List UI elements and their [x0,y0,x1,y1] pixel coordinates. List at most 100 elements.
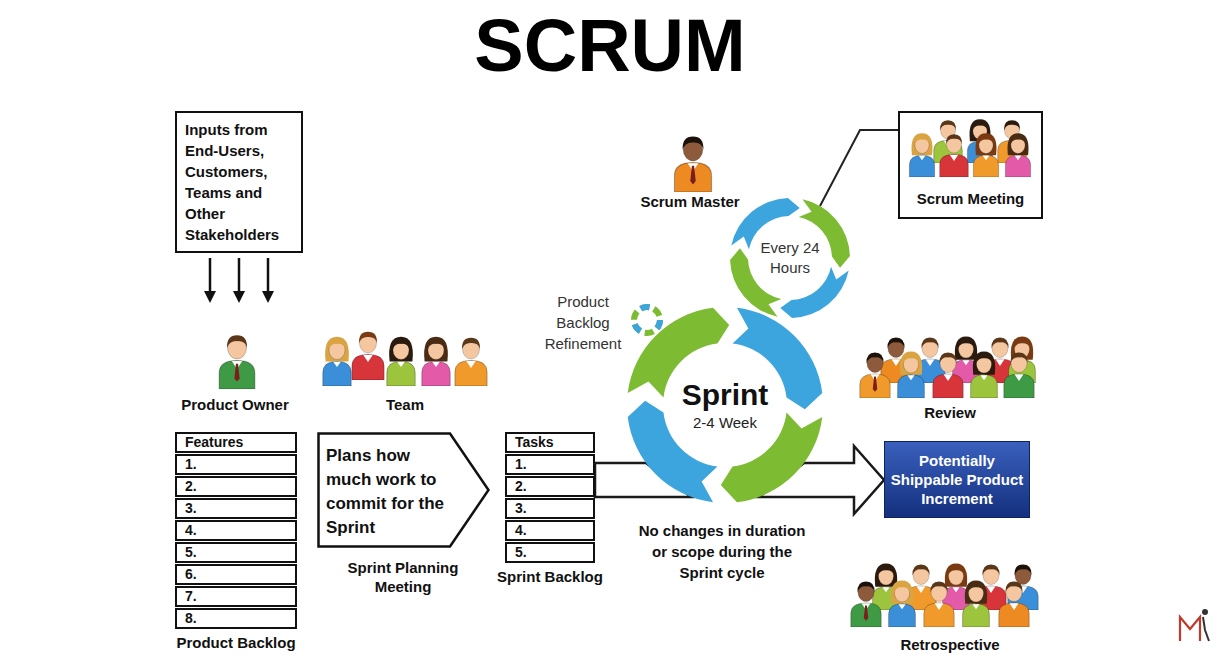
table-cell: 5. [185,544,295,561]
table-row: 7. [175,586,297,607]
table-cell: 2. [185,478,295,495]
team-figure [323,337,351,386]
cycle-name: Sprint [682,378,769,412]
node-text: Scrum Meeting [917,190,1025,208]
meeting-box: Scrum Meeting [898,111,1043,219]
retro-figure [963,581,990,627]
review-figure [933,352,963,398]
label-slot: Product Owner [170,396,300,414]
table-caption: Product Backlog [135,634,337,651]
table-row: 3. [505,498,595,519]
refinement-ring [634,307,660,333]
role-label: Scrum Master [635,193,745,211]
table-row: Features [175,432,297,453]
table-row: 4. [175,520,297,541]
ring-arrow [799,199,850,267]
label-slot: Product Backlog Refinement [538,291,628,354]
table-row: Tasks [505,432,595,453]
ring-arrow [730,248,781,316]
table-cell: 3. [515,500,593,517]
team-figure [455,338,487,386]
arrow-head [262,291,274,303]
product-owner-figure [219,335,255,389]
team-figure [422,337,450,386]
table-cell: 1. [515,456,593,473]
review-figure [971,352,998,398]
cycle-length: 2-4 Week [693,414,757,432]
table-row: 2. [175,476,297,497]
table-cell: 3. [185,500,295,517]
table-row: 6. [175,564,297,585]
connector-group [820,130,898,206]
label-slot: Retrospective [890,636,1010,653]
table-cell: 7. [185,588,295,605]
table-cell: 1. [185,456,295,473]
logo-dot [1202,609,1208,615]
table-heading: Features [185,434,295,451]
role-label: Team [360,396,450,414]
sprint-backlog: Tasks1.2.3.4.5.Sprint Backlog [505,432,595,585]
event-label: Review [900,404,1000,422]
table-cell: 4. [185,522,295,539]
input-arrows [204,258,274,303]
table-row: 8. [175,608,297,629]
label-slot: No changes in duration or scope during t… [633,520,811,583]
arrow-head [233,291,245,303]
cycle-name: Every 24 Hours [752,238,828,278]
table-row: 3. [175,498,297,519]
input-arrow [267,258,270,292]
logo-figure [1203,617,1209,641]
table-row: 1. [175,454,297,475]
input-arrow [209,258,212,292]
meeting-figure [1005,133,1030,177]
retro-figure [851,581,881,627]
leader-line [820,130,898,206]
meeting-figure [909,133,934,177]
event-label: Retrospective [890,636,1010,653]
logo-mark [1180,617,1200,641]
table-row: 5. [175,542,297,563]
pentagon-outline [319,434,489,547]
product-backlog: Features1.2.3.4.5.6.7.8.Product Backlog [175,432,297,651]
node-text: Inputs from End-Users, Customers, Teams … [185,119,293,245]
table-row: 1. [505,454,595,475]
scrum-master-figure [674,136,711,192]
sprint-cycle: Sprint 2-4 Week [625,305,825,505]
input-box: Inputs from End-Users, Customers, Teams … [175,111,303,253]
table-cell: 8. [185,610,295,627]
label-slot: Scrum Master [635,193,745,211]
label-slot: Review [900,404,1000,422]
node-text: Potentially Shippable Product Increment [889,451,1025,508]
daily-cycle: Every 24 Hours [728,196,852,320]
team-figure [387,337,415,386]
table-row: 4. [505,520,595,541]
retro-figure [999,581,1029,627]
review-figure [860,352,890,398]
planning-text: Plans how much work to commit for the Sp… [326,444,448,540]
label-slot: Team [360,396,450,414]
arrow-head [204,291,216,303]
table-heading: Tasks [515,434,593,451]
note-label: Product Backlog Refinement [538,291,628,354]
table-row: 5. [505,542,595,563]
table-row: 2. [505,476,595,497]
retro-figure [889,581,916,627]
refinement-ring-blue [634,307,660,333]
role-label: Product Owner [170,396,300,414]
planning-arrow: Plans how much work to commit for the Sp… [317,432,490,548]
refinement-ring-green [634,307,660,333]
meeting-figure [940,134,969,177]
review-figure [1004,352,1034,398]
review-figure [898,352,925,398]
title-slot: SCRUM [0,6,1220,86]
corner-logo [1180,609,1209,641]
table-caption: Sprint Backlog [465,568,635,585]
planning-caption: Sprint Planning Meeting [333,558,473,596]
input-arrow [238,258,241,292]
title: SCRUM [0,6,1220,86]
table-cell: 5. [515,544,593,561]
note-label: No changes in duration or scope during t… [633,520,811,583]
meeting-figure [973,133,998,177]
